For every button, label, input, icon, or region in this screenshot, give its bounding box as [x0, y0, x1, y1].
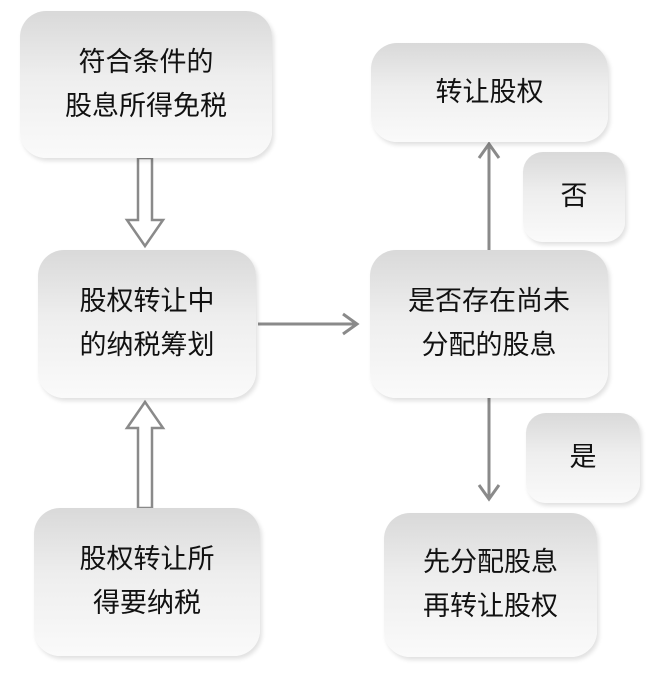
- node-question-line-1: 是否存在尚未: [408, 286, 570, 317]
- arrow-right-head: [342, 312, 360, 336]
- hollow-arrow-down: [124, 156, 166, 249]
- node-exempt: 符合条件的 股息所得免税: [20, 11, 272, 158]
- node-distribute: 先分配股息 再转让股权: [384, 513, 597, 657]
- node-question: 是否存在尚未 分配的股息: [370, 250, 608, 398]
- node-taxable: 股权转让所 得要纳税: [34, 508, 260, 656]
- node-taxable-line-1: 股权转让所: [79, 544, 215, 575]
- node-distribute-line-1: 先分配股息: [423, 547, 558, 578]
- label-yes-box: 是: [526, 413, 640, 503]
- label-no: 否: [560, 181, 588, 212]
- label-no-box: 否: [523, 152, 625, 242]
- arrow-up-head: [477, 141, 501, 159]
- hollow-arrow-up: [124, 399, 166, 510]
- node-exempt-line-2: 股息所得免税: [65, 90, 227, 122]
- arrow-down-head: [477, 484, 501, 502]
- node-question-line-2: 分配的股息: [421, 330, 557, 361]
- node-planning-line-1: 股权转让中: [79, 286, 215, 317]
- node-transfer-line-1: 转让股权: [435, 76, 544, 108]
- label-yes: 是: [569, 442, 597, 473]
- node-planning-line-2: 的纳税筹划: [79, 330, 215, 361]
- node-transfer: 转让股权: [371, 43, 608, 142]
- node-distribute-line-2: 再转让股权: [423, 591, 558, 622]
- node-planning: 股权转让中 的纳税筹划: [38, 250, 256, 398]
- node-taxable-line-2: 得要纳税: [93, 588, 201, 619]
- node-exempt-line-1: 符合条件的: [78, 46, 214, 78]
